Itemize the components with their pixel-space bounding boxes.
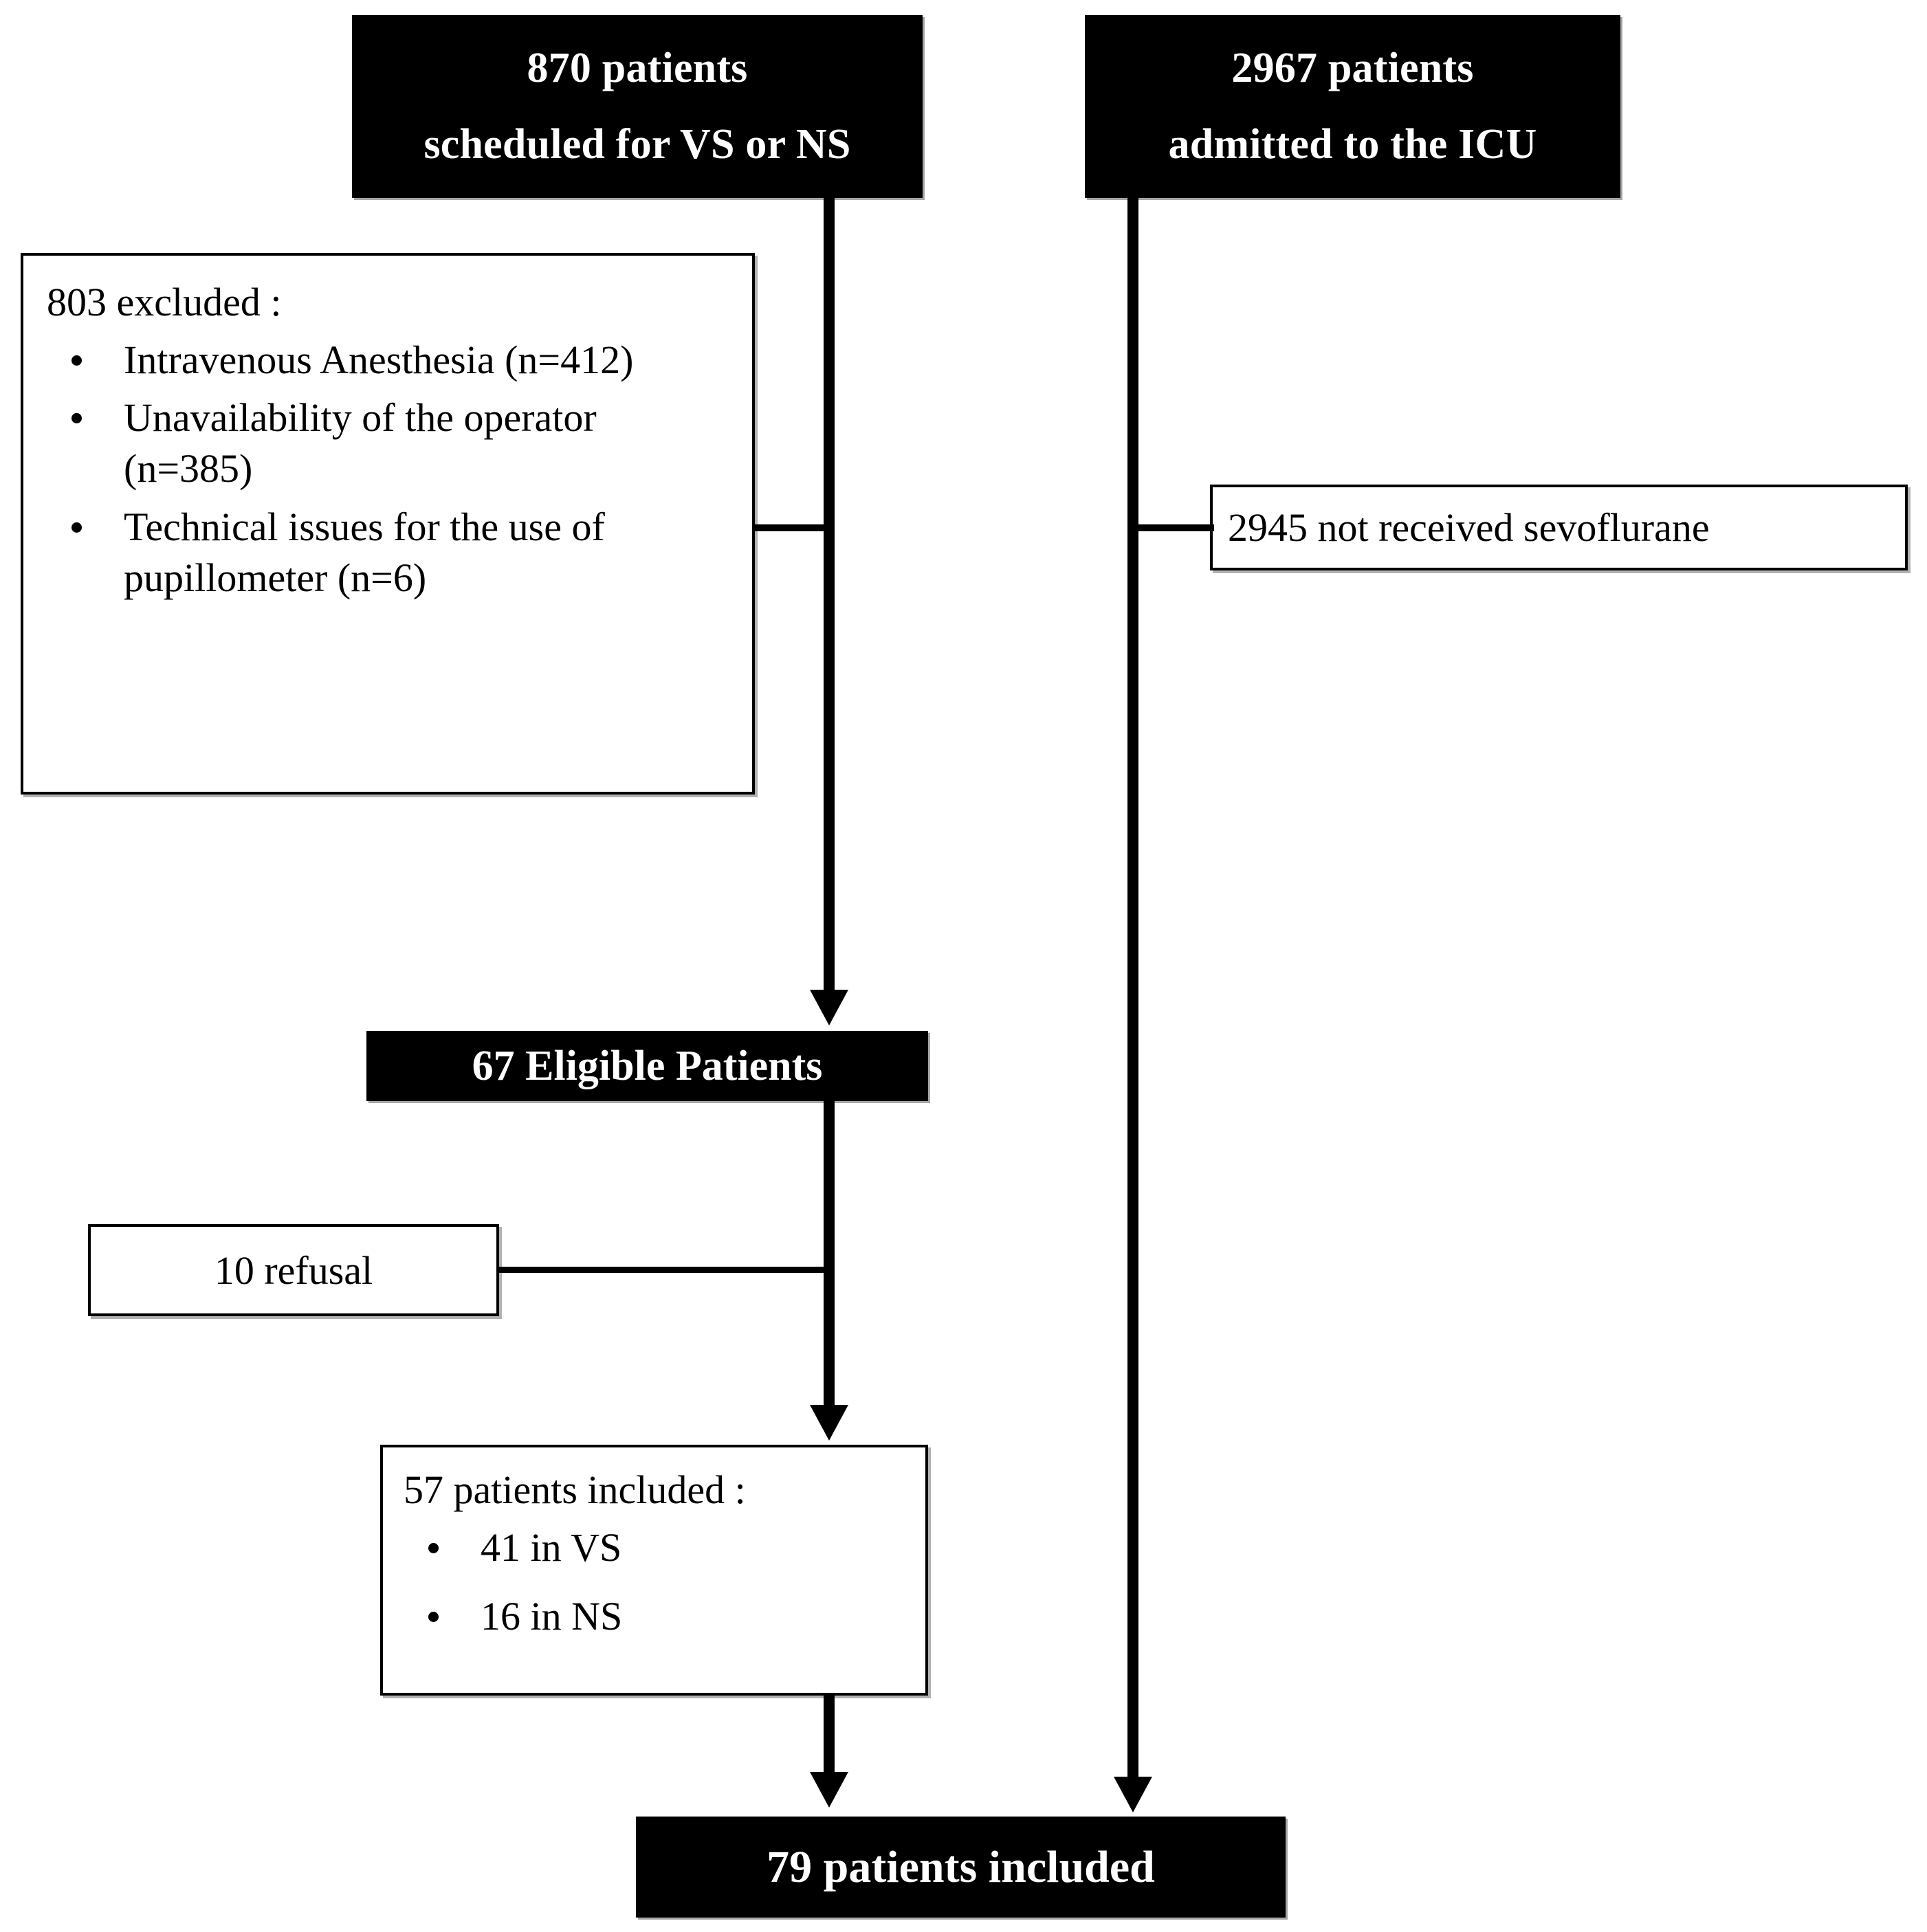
node-included-surgery-bullet-2: 16 in NS — [404, 1591, 907, 1642]
node-surgery-source-line-1: 870 patients — [527, 44, 748, 91]
node-surgery-source: 870 patients scheduled for VS or NS — [352, 15, 923, 198]
arrowhead-included-to-final — [810, 1772, 848, 1808]
node-excluded-bullet-list: Intravenous Anesthesia (n=412) Unavailab… — [47, 335, 731, 603]
node-surgery-source-line-2: scheduled for VS or NS — [423, 121, 851, 168]
node-icu-source-line-2: admitted to the ICU — [1168, 121, 1537, 168]
node-icu-source-line-1: 2967 patients — [1231, 44, 1474, 91]
node-not-sevoflurane-label: 2945 not received sevoflurane — [1228, 505, 1710, 550]
node-icu-source: 2967 patients admitted to the ICU — [1085, 15, 1620, 198]
node-included-surgery-bullet-list: 41 in VS 16 in NS — [404, 1522, 907, 1642]
node-excluded-bullet-1: Intravenous Anesthesia (n=412) — [47, 335, 731, 386]
node-excluded: 803 excluded : Intravenous Anesthesia (n… — [21, 253, 755, 795]
connector-surgery-trunk — [824, 198, 835, 999]
connector-trunk-to-not-sevoflurane — [1134, 524, 1214, 531]
node-final: 79 patients included — [636, 1817, 1286, 1918]
node-included-surgery-heading: 57 patients included : — [404, 1467, 746, 1512]
connector-included-trunk — [824, 1694, 835, 1780]
arrowhead-to-eligible — [810, 990, 848, 1025]
node-included-surgery-bullet-1: 41 in VS — [404, 1522, 907, 1573]
connector-refusal-to-trunk — [496, 1267, 830, 1273]
node-refusal-label: 10 refusal — [214, 1247, 373, 1293]
node-refusal: 10 refusal — [88, 1224, 499, 1316]
node-final-label: 79 patients included — [767, 1841, 1155, 1892]
connector-eligible-trunk — [824, 1101, 835, 1414]
connector-icu-trunk — [1127, 198, 1138, 1786]
node-not-sevoflurane: 2945 not received sevoflurane — [1210, 485, 1908, 570]
node-included-surgery: 57 patients included : 41 in VS 16 in NS — [380, 1445, 928, 1696]
arrowhead-to-included — [810, 1405, 848, 1441]
node-excluded-bullet-2: Unavailability of the operator (n=385) — [47, 392, 731, 494]
node-excluded-bullet-3: Technical issues for the use of pupillom… — [47, 502, 731, 603]
node-eligible: 67 Eligible Patients — [366, 1031, 928, 1101]
connector-excluded-to-trunk — [752, 524, 829, 531]
node-excluded-heading: 803 excluded : — [47, 280, 282, 324]
arrowhead-icu-to-final — [1114, 1777, 1152, 1812]
node-eligible-label: 67 Eligible Patients — [472, 1042, 823, 1089]
